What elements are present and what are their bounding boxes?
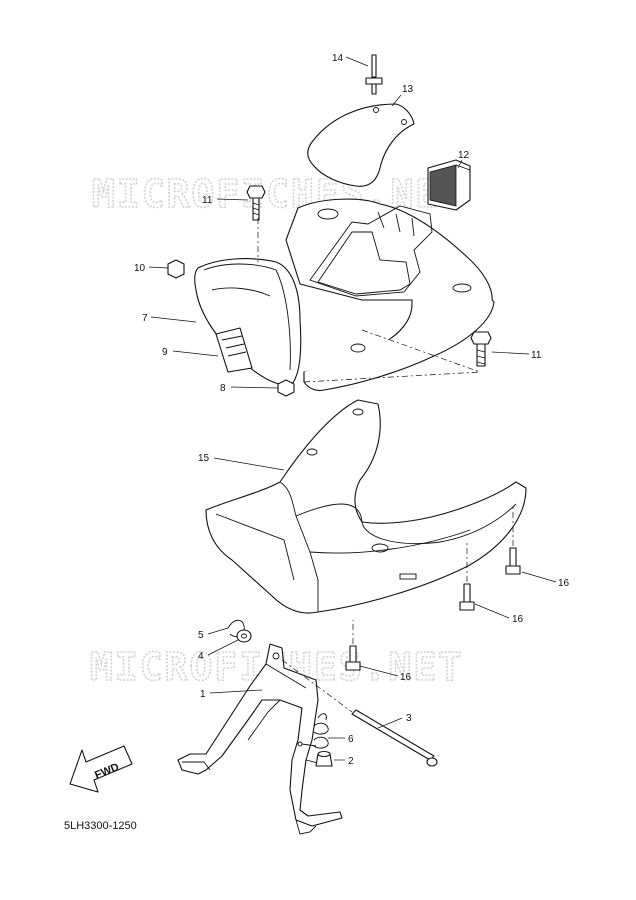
part-6-spring (297, 713, 329, 749)
part-5-clip (227, 619, 245, 637)
callout-16-c: 16 (400, 672, 412, 683)
part-16-bolt-b (459, 583, 475, 611)
watermark-top: MICROFICHES.NET (92, 172, 465, 216)
part-16-bolt-c (345, 645, 361, 671)
part-7-front-panel (194, 258, 302, 386)
callout-11-right: 11 (531, 350, 542, 361)
callout-13: 13 (402, 84, 414, 95)
callout-7: 7 (142, 313, 148, 324)
diagram-code: 5LH3300-1250 (64, 820, 137, 832)
assembly-line-b (303, 329, 481, 383)
assembly-line-c (352, 506, 514, 644)
callout-10: 10 (134, 263, 146, 274)
callout-11-top: 11 (202, 195, 213, 206)
part-11-bolt-right (470, 331, 492, 367)
callout-3: 3 (406, 713, 412, 724)
part-12-block (427, 159, 471, 211)
part-16-bolt-a (505, 547, 521, 575)
inner-leg-shield (285, 198, 495, 392)
part-13-cover-plate (307, 103, 415, 187)
part-4-washer (236, 629, 252, 643)
callout-14: 14 (332, 53, 344, 64)
part-11-bolt-top (246, 185, 266, 221)
part-2-stopper (315, 750, 333, 767)
callout-4: 4 (198, 651, 204, 662)
callout-12: 12 (458, 150, 470, 161)
part-1-main-stand (177, 643, 343, 835)
part-10-nut (167, 259, 185, 279)
callout-16-a: 16 (558, 578, 570, 589)
part-8-nut (277, 379, 295, 397)
part-15-footrest-board (205, 399, 527, 614)
fwd-arrow-icon: FWD (69, 745, 133, 793)
callout-5: 5 (198, 630, 204, 641)
callout-16-b: 16 (512, 614, 524, 625)
callout-1: 1 (200, 689, 206, 700)
part-9-label (215, 327, 253, 373)
callout-2: 2 (348, 756, 354, 767)
callout-6: 6 (348, 734, 354, 745)
part-3-shaft (351, 709, 438, 767)
part-14-rivet (365, 54, 383, 95)
callout-15: 15 (198, 453, 210, 464)
assembly-line-d (281, 659, 353, 713)
callout-8: 8 (220, 383, 226, 394)
callout-9: 9 (162, 347, 168, 358)
leader-lines (148, 56, 557, 761)
